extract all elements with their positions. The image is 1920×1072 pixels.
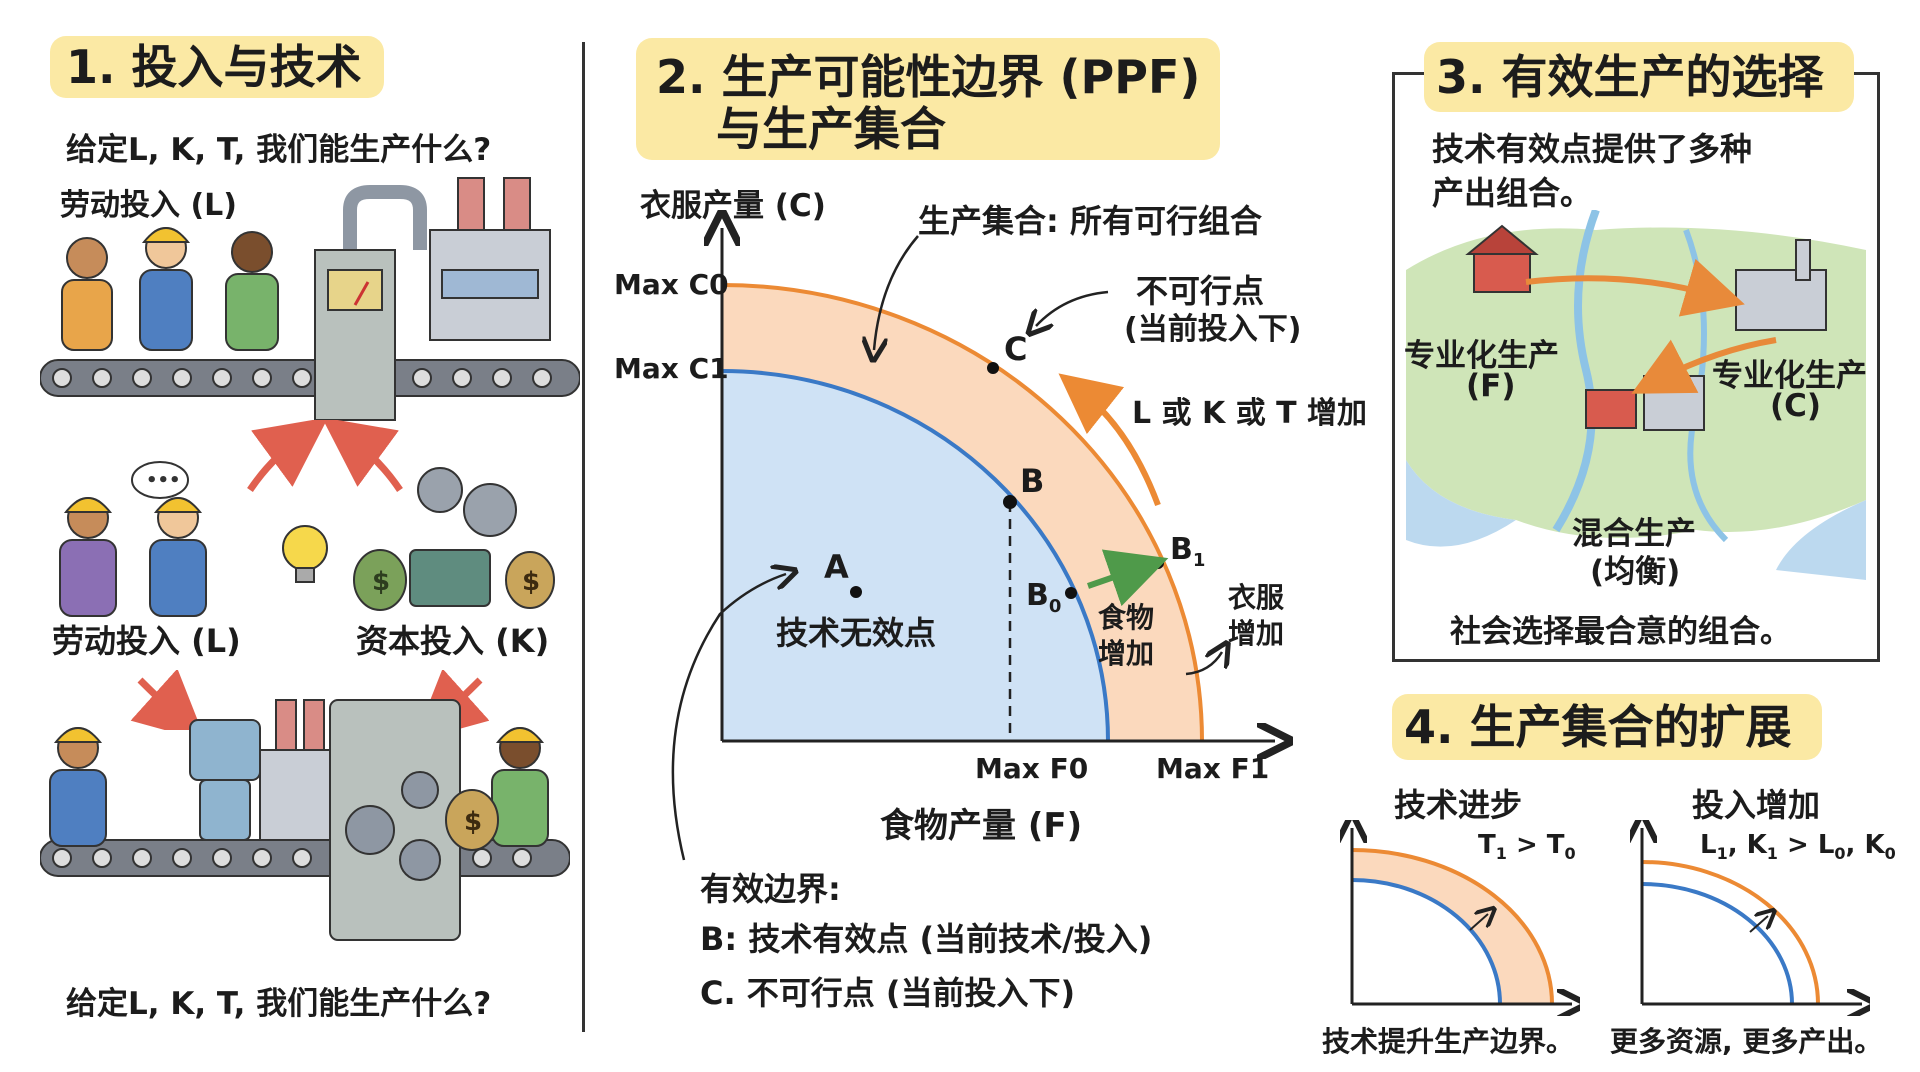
efficient-frontier-C: C. 不可行点 (当前投入下) [700,974,1076,1012]
panel2-title-highlight [636,38,1220,160]
point-C-dot [987,362,999,374]
panel4-title: 4. 生产集合的扩展 [1404,700,1792,754]
panel2-title-line2: 与生产集合 [716,102,946,156]
tech-condition: T1 > T0 [1478,830,1576,864]
factory-illustration-bottom: $ [40,699,570,941]
svg-text:$: $ [522,567,540,597]
ppf-inner-curve [721,369,1110,742]
panel3-desc-line1: 技术有效点提供了多种 [1432,130,1753,168]
factory-illustration-top [40,177,580,421]
svg-text:$: $ [464,807,482,837]
y-axis-label: 衣服产量 (C) [640,188,826,224]
panel-divider [582,42,585,1032]
input-title: 投入增加 [1692,786,1821,824]
clothing-increase-arrow [1185,652,1222,676]
ppf-chart [671,170,1340,861]
panel3-title-highlight [1424,42,1854,112]
panel3-title: 3. 有效生产的选择 [1436,50,1824,104]
point-B0-dot [1065,587,1077,599]
labor-label-mid: 劳动投入 (L) [52,622,241,660]
svg-text:$: $ [372,567,390,597]
panel1-question-top: 给定L, K, T, 我们能生产什么? [66,132,492,168]
tech-title: 技术进步 [1394,786,1523,824]
infeasible-note-arrow [1036,290,1109,326]
input-condition: L1, K1 > L0, K0 [1700,830,1896,864]
production-set-note: 生产集合: 所有可行组合 [918,202,1262,240]
x-axis-label: 食物产量 (F) [880,806,1083,846]
specialize-F-line1: 专业化生产 [1404,338,1559,374]
capital-label-mid: 资本投入 (K) [356,622,550,660]
production-set-current [722,371,1108,741]
labor-and-capital-illustration: ••• $ $ [59,461,555,617]
inputs-to-machine-arrows [247,420,403,492]
input-increase-mini-chart [1630,820,1870,1016]
efficient-frontier-title: 有效边界: [700,870,841,908]
point-B1-dot [1152,557,1164,569]
production-set-note-arrow [874,235,919,350]
panel1-title: 1. 投入与技术 [66,40,362,94]
x-tick-max-f1: Max F1 [1156,752,1270,785]
expansion-arrow [1058,373,1161,507]
tech-progress-mini-chart [1340,820,1580,1016]
specialize-flow-arrow [1525,258,1745,317]
clothing-increase-line1: 衣服 [1228,581,1285,614]
panel3-conclusion: 社会选择最合意的组合。 [1450,614,1791,650]
b0-to-b1-arrow [1087,549,1169,607]
mixed-line2: (均衡) [1590,554,1681,590]
point-A-desc: 技术无效点 [776,614,937,652]
point-B-label: B [1020,462,1045,500]
labor-label-top: 劳动投入 (L) [60,188,237,223]
efficient-frontier-B: B: 技术有效点 (当前技术/投入) [700,920,1153,958]
food-increase-line1: 食物 [1098,601,1155,634]
clothing-increase-line2: 增加 [1228,617,1285,650]
infeasible-note-line1: 不可行点 [1136,272,1265,310]
panel4-title-highlight [1392,694,1822,760]
panel2-title-line1: 2. 生产可能性边界 (PPF) [656,50,1201,104]
panel1-title-highlight [50,36,384,98]
x-tick-max-f0: Max F0 [975,752,1089,785]
infeasible-note-line2: (当前投入下) [1124,312,1302,347]
y-tick-max-c1: Max C1 [614,352,729,385]
mixed-flow-arrow [1631,337,1777,394]
point-C-label: C [1004,330,1028,368]
specialize-C-line1: 专业化生产 [1712,358,1867,394]
increase-note: L 或 K 或 T 增加 [1132,396,1368,431]
tech-caption: 技术提升生产边界。 [1322,1025,1575,1058]
panel3-desc-line2: 产出组合。 [1432,174,1593,212]
input-caption: 更多资源, 更多产出。 [1610,1025,1883,1058]
lightbulb-icon [282,525,328,583]
y-tick-max-c0: Max C0 [614,268,729,301]
panel1-question-bottom: 给定L, K, T, 我们能生产什么? [66,986,492,1022]
efficient-frontier-note-arrow [671,574,786,861]
food-increase-line2: 增加 [1098,637,1155,670]
specialize-C-line2: (C) [1770,388,1822,424]
mixed-line1: 混合生产 [1572,516,1696,552]
point-A-dot [850,586,862,598]
point-A-label: A [824,548,849,586]
specialize-F-line2: (F) [1466,368,1516,404]
point-B0-label: B0 [1026,578,1062,617]
landscape-map [1406,210,1866,580]
svg-text:•••: ••• [146,470,181,491]
point-B1-label: B1 [1170,532,1206,571]
point-B-dot [1003,495,1017,509]
